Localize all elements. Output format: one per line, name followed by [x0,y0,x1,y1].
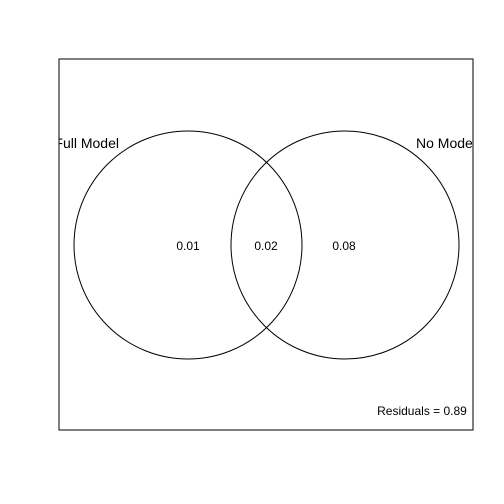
region-label-intersection: 0.02 [254,239,278,253]
set-circle-no-model [230,130,460,360]
set-label-no-model: No Model [416,135,476,151]
region-label-full-model-only: 0.01 [176,239,200,253]
region-label-no-model-only: 0.08 [332,239,356,253]
set-circle-full-model [73,130,303,360]
plot-frame [58,58,474,431]
residuals-label: Residuals = 0.89 [377,404,467,418]
set-label-full-model: Full Model [54,135,119,151]
